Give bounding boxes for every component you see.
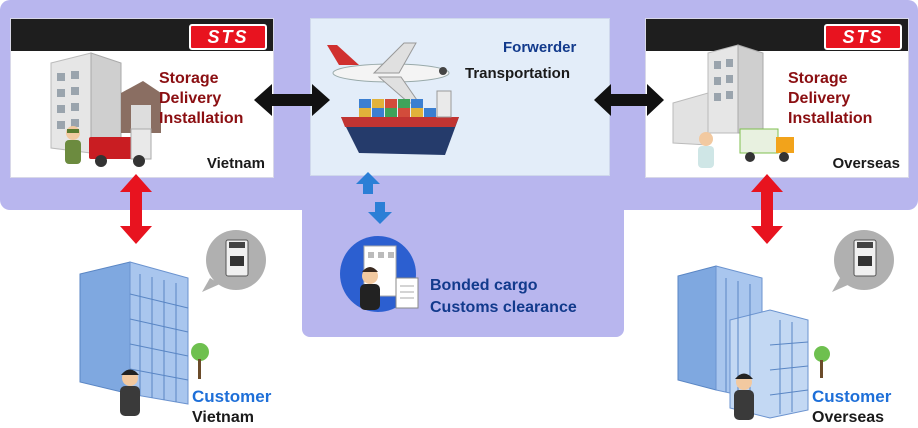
region-label: Overseas xyxy=(832,155,900,172)
warehouse-icon xyxy=(50,52,161,167)
arrow-customs xyxy=(356,172,392,224)
customer-overseas-label: Customer Overseas xyxy=(812,386,891,428)
airplane-ship-icon xyxy=(327,42,459,155)
bonded-cargo-line: Bonded cargo xyxy=(430,277,538,294)
arrow-center-right xyxy=(594,84,664,116)
transportation-label: Transportation xyxy=(465,65,571,82)
arrow-overseas-customer xyxy=(751,174,783,244)
bonded-cargo-label: Bonded cargo Customs clearance xyxy=(430,275,577,319)
customer-vietnam-label: Customer Vietnam xyxy=(192,386,271,428)
customer-building-icon xyxy=(79,261,209,416)
coffee-machine-bubble-icon xyxy=(832,230,894,292)
warehouse-truck-icon xyxy=(672,44,794,168)
sts-logo: STS xyxy=(824,24,902,50)
service-storage: Storage xyxy=(788,70,848,87)
customs-officer-icon xyxy=(340,236,419,312)
overseas-panel: STS Storage Delivery Installation Overse… xyxy=(645,18,909,178)
customer-region: Overseas xyxy=(812,409,885,426)
services-list: Storage Delivery Installation xyxy=(788,69,872,129)
service-installation: Installation xyxy=(788,110,873,127)
customer-label: Customer xyxy=(812,387,892,406)
forwarder-panel: Forwerder Transportation xyxy=(310,18,610,176)
service-delivery: Delivery xyxy=(159,90,222,107)
coffee-machine-bubble-icon xyxy=(202,230,266,292)
service-delivery: Delivery xyxy=(788,90,851,107)
forwarder-title: Forwerder xyxy=(503,39,577,56)
sts-logo: STS xyxy=(189,24,267,50)
customs-clearance-line: Customs clearance xyxy=(430,299,577,316)
services-list: Storage Delivery Installation xyxy=(159,69,243,129)
service-storage: Storage xyxy=(159,70,219,87)
customer-region: Vietnam xyxy=(192,409,254,426)
customer-buildings-icon xyxy=(677,265,830,420)
arrow-vietnam-customer xyxy=(120,174,152,244)
vietnam-panel: STS Storage Delivery Installation Vietna… xyxy=(10,18,274,178)
arrow-left-center xyxy=(254,84,330,116)
region-label: Vietnam xyxy=(206,155,265,172)
service-installation: Installation xyxy=(159,110,244,127)
customer-label: Customer xyxy=(192,387,272,406)
